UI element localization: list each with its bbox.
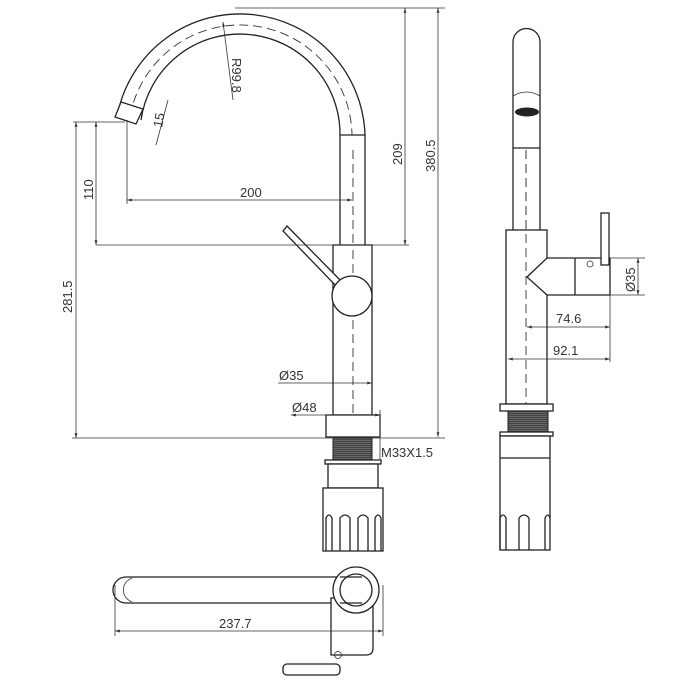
dim-nozzle-angle: 15 [150,112,167,129]
dim-total-height: 380.5 [423,139,438,172]
base-ring [325,414,381,438]
spout-inner [140,33,341,245]
spout-nozzle [114,101,144,125]
dim-reach: 200 [240,185,262,200]
faucet-body [332,244,373,416]
dim-total-depth: 92.1 [553,343,578,358]
side-view: Ø35 74.6 92.1 [499,27,645,551]
mounting-nut [322,487,384,552]
thread [332,436,373,461]
dim-radius: R99.8 [229,58,244,93]
dim-outlet-height: 281.5 [60,280,75,313]
top-spout [112,576,362,604]
top-view: 237.7 [112,566,384,676]
handle-knob [331,275,373,317]
dim-base-diameter: Ø48 [292,400,317,415]
side-spout [512,27,541,230]
spout-centerline [129,24,353,136]
top-lever [282,663,341,676]
dim-handle-depth: 74.6 [556,311,581,326]
aerator [515,107,539,117]
dim-body-diameter: Ø35 [279,368,304,383]
dim-spout-drop: 110 [81,179,96,200]
side-body [505,229,548,405]
spout-outer [117,13,366,245]
dim-handle-diameter: Ø35 [623,267,638,292]
side-lever [600,212,610,266]
dim-spout-height: 209 [390,143,405,165]
dim-total-length: 237.7 [219,616,252,631]
front-view: R99.8 15 110 200 209 380.5 281.5 Ø35 Ø48… [60,7,445,552]
dim-thread: M33X1.5 [381,445,433,460]
